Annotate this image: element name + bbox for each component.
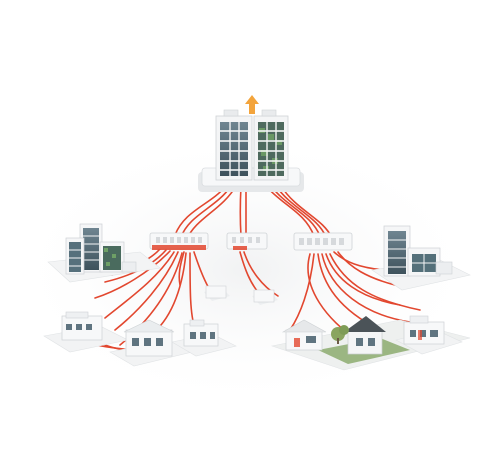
cable-lhub-h: [178, 251, 185, 286]
building-icon: [171, 319, 237, 357]
cable-rhub-3: [325, 253, 401, 306]
building-icon: [109, 319, 193, 367]
cable-rhub-5: [329, 253, 421, 311]
network-hub-icon: [149, 232, 209, 250]
building-icon: [204, 285, 278, 305]
headquarters-building: [198, 109, 304, 192]
building-icon: [395, 315, 463, 355]
cable-rhub-2: [337, 251, 396, 286]
cable-lhub-a: [94, 250, 171, 299]
cable-rhub-4: [321, 253, 411, 323]
cable-lhub-b: [104, 251, 175, 319]
hq-floor-lines: [220, 130, 284, 171]
cable-lhub-c: [114, 251, 179, 331]
network-hub-icon: [293, 232, 353, 251]
building-icon: [371, 225, 471, 291]
network-hub-icon: [226, 232, 268, 250]
building-icon: [47, 223, 161, 283]
cable-hq-center-1: [239, 185, 242, 237]
hq-left-glass: [220, 122, 248, 176]
arrow-up-icon: [245, 95, 259, 114]
cable-rhub-7: [289, 253, 315, 331]
hq-roof-unit: [223, 109, 239, 117]
hq-mullions: [229, 122, 277, 176]
hq-roof-unit: [261, 109, 277, 117]
tree-icon: [331, 325, 349, 344]
cable-chub-1: [239, 251, 259, 293]
